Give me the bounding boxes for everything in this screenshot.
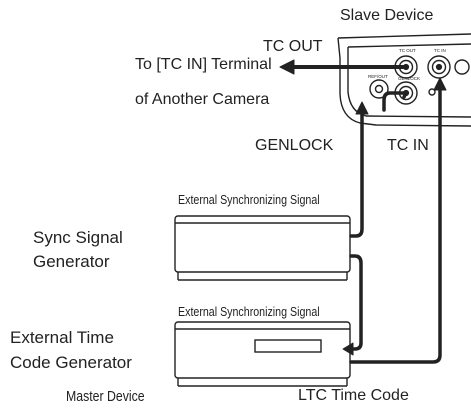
- tcg-label-line2: Code Generator: [10, 353, 132, 372]
- master-device-label: Master Device: [66, 388, 145, 405]
- sync-generator-label-line1: Sync Signal: [33, 228, 123, 247]
- time-code-generator-box: [174, 321, 351, 387]
- to-tc-in-terminal-line2: of Another Camera: [135, 91, 270, 108]
- camera-inner-edge: [347, 47, 471, 118]
- external-sync-signal-2: External Synchronizing Signal: [178, 304, 320, 319]
- port-label-tc-in: TC IN: [434, 48, 446, 53]
- tc-in-label: TC IN: [387, 137, 429, 154]
- tc-in-port: [427, 55, 451, 79]
- camera-top-edge: [337, 33, 471, 39]
- ltc-arrowhead: [433, 77, 447, 91]
- ref-out-port: [369, 79, 389, 99]
- slave-device-label: Slave Device: [340, 7, 434, 24]
- ltc-cable: [349, 88, 442, 364]
- camera-body-outline: [337, 37, 471, 127]
- tc-out-label: TC OUT: [263, 38, 323, 55]
- genlock-cable: [382, 91, 408, 112]
- small-indicator: [428, 88, 436, 96]
- genlock-label: GENLOCK: [255, 137, 334, 154]
- sync-generator-label-line2: Generator: [33, 252, 110, 271]
- tcg-display: [254, 339, 322, 353]
- camera-panel: [337, 33, 471, 127]
- port-label-tc-out: TC OUT: [399, 48, 416, 53]
- port-label-genlock: GENLOCK: [398, 76, 420, 81]
- sync-signal-generator-box: [174, 215, 351, 281]
- genlock-vertical-cable: [349, 110, 364, 238]
- genlock-arrowhead: [355, 101, 369, 115]
- sync-to-tcg-cable: [349, 254, 363, 351]
- sync-to-tcg-arrowhead: [342, 342, 354, 356]
- camera-panel-edge: [347, 43, 471, 48]
- partial-port: [454, 59, 470, 75]
- port-label-ref-out: REF/OUT: [368, 74, 388, 79]
- external-sync-signal-1: External Synchronizing Signal: [178, 192, 320, 207]
- tc-out-arrowhead: [279, 59, 295, 75]
- ltc-time-code-label: LTC Time Code: [298, 387, 409, 404]
- to-tc-in-terminal-line1: To [TC IN] Terminal: [135, 56, 272, 73]
- tcg-label-line1: External Time: [10, 328, 114, 347]
